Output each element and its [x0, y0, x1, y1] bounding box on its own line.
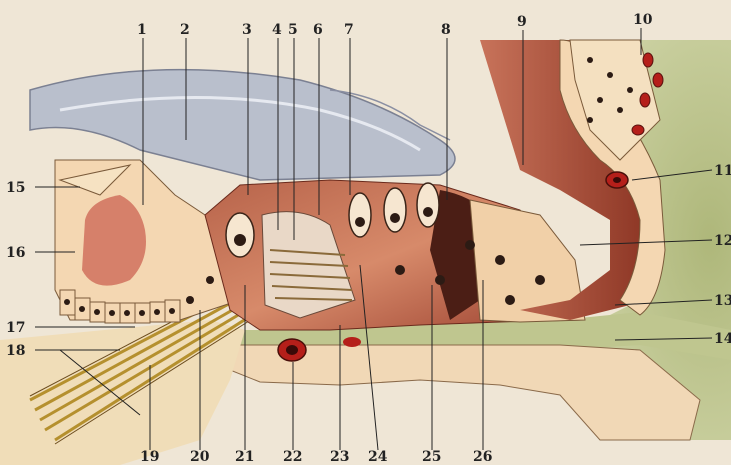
label-5: 5 — [288, 22, 298, 38]
label-14: 14 — [714, 331, 731, 347]
label-6: 6 — [313, 22, 323, 38]
label-2: 2 — [180, 22, 190, 38]
inner-hair-cell — [226, 213, 254, 257]
label-25: 25 — [422, 449, 441, 465]
label-8: 8 — [441, 22, 451, 38]
label-19: 19 — [140, 449, 159, 465]
label-17: 17 — [6, 320, 25, 336]
label-16: 16 — [6, 245, 25, 261]
label-18: 18 — [6, 343, 25, 359]
label-13: 13 — [714, 293, 731, 309]
label-20: 20 — [190, 449, 210, 465]
label-3: 3 — [242, 22, 252, 38]
label-12: 12 — [714, 233, 731, 249]
label-15: 15 — [6, 180, 25, 196]
label-26: 26 — [473, 449, 492, 465]
label-11: 11 — [714, 163, 731, 179]
label-4: 4 — [272, 22, 282, 38]
label-9: 9 — [517, 14, 527, 30]
label-22: 22 — [283, 449, 302, 465]
label-23: 23 — [330, 449, 349, 465]
label-7: 7 — [344, 22, 354, 38]
label-21: 21 — [235, 449, 254, 465]
label-1: 1 — [137, 22, 147, 38]
label-24: 24 — [368, 449, 388, 465]
label-10: 10 — [633, 12, 653, 28]
